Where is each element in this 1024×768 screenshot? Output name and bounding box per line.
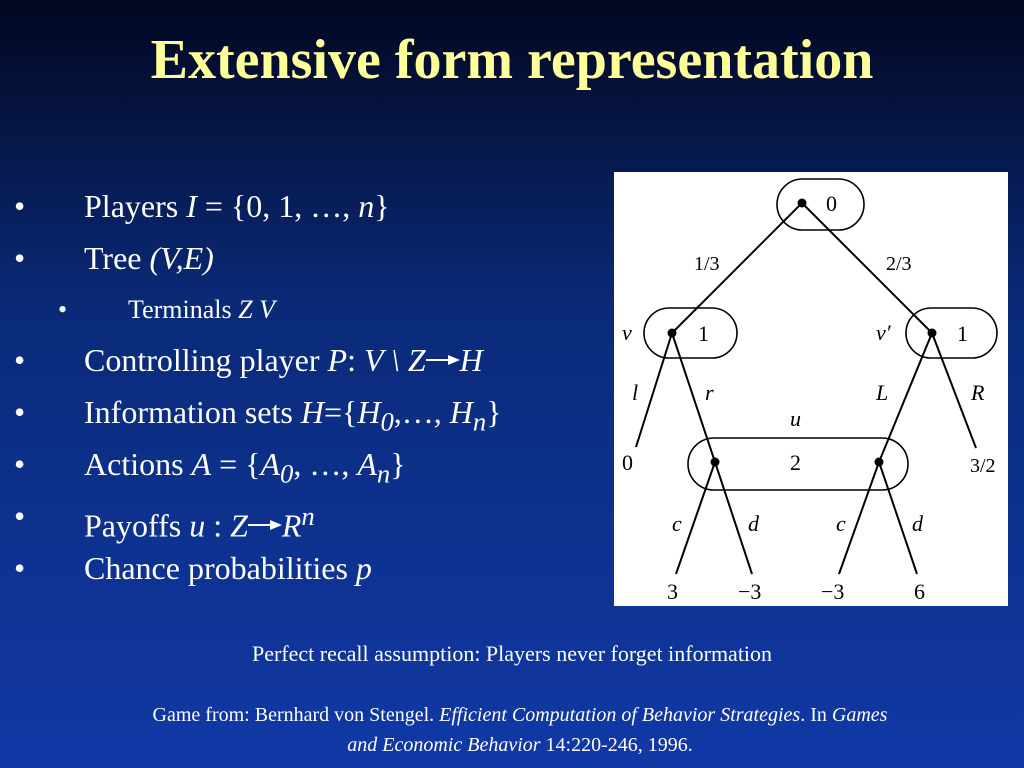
payoff-terminal-3: −3 [821, 579, 844, 604]
root-node-oval [776, 178, 865, 231]
edge-action-d2 [878, 461, 918, 575]
bullet-chance-probabilities: • Chance probabilities p [0, 546, 610, 598]
action-c1-label: c [672, 511, 682, 536]
payoff-terminal-1: 3 [667, 579, 678, 604]
information-set-oval [687, 437, 909, 491]
action-d1-label: d [748, 511, 760, 536]
bullet-list: • Players I = {0, 1, …, n} • Tree (V,E) … [0, 184, 610, 598]
payoff-terminal-2: −3 [738, 579, 761, 604]
info-node-left [710, 457, 720, 467]
bullet-text: Actions A = {A0, …, An} [84, 446, 406, 489]
action-L-label: L [875, 380, 888, 405]
arrow-right-icon [247, 520, 282, 531]
edge-action-c2 [838, 461, 880, 575]
edge-action-d1 [714, 461, 753, 575]
perfect-recall-note: Perfect recall assumption: Players never… [251, 641, 773, 666]
edge-chance-right [801, 202, 933, 334]
bullet-marker: • [14, 188, 26, 224]
bullet-text: Tree (V,E) [84, 240, 214, 276]
left-node-oval [643, 307, 738, 359]
bullet-marker: • [14, 394, 26, 430]
root-node [797, 198, 807, 208]
bullet-marker: • [14, 446, 26, 482]
slide-title: Extensive form representation [150, 29, 874, 91]
bullet-actions: • Actions A = {A0, …, An} [0, 442, 610, 494]
bullet-terminals: • Terminals Z V [0, 288, 610, 338]
bullet-information-sets: • Information sets H={H0,…, Hn} [0, 390, 610, 442]
edge-action-L [878, 332, 933, 463]
right-node-oval [905, 307, 998, 359]
action-l-label: l [632, 380, 638, 405]
arrow-right-icon [425, 354, 460, 365]
payoff-R: 3/2 [970, 455, 996, 477]
edge-action-R [931, 332, 977, 449]
edge-action-r [671, 332, 716, 463]
action-c2-label: c [836, 511, 846, 536]
info-set-player-label: 2 [790, 450, 801, 475]
edge-action-l [635, 332, 673, 448]
left-player-label: 1 [698, 321, 709, 346]
game-tree-svg: 0 1 1 2 1/3 2/3 v v′ l r L R u c d c d 0… [622, 178, 998, 604]
node-v-prime [927, 328, 937, 338]
node-v-prime-label: v′ [876, 320, 892, 345]
info-node-right [874, 457, 884, 467]
action-d2-label: d [912, 511, 924, 536]
edge-action-c1 [675, 461, 716, 575]
bullet-marker: • [14, 498, 26, 534]
bullet-marker: • [14, 550, 26, 586]
bullet-text: Players I = {0, 1, …, n} [84, 188, 390, 224]
payoff-l: 0 [622, 450, 633, 475]
bullet-tree: • Tree (V,E) [0, 236, 610, 288]
action-r-label: r [705, 380, 714, 405]
node-v-label: v [622, 320, 632, 345]
bullet-players: • Players I = {0, 1, …, n} [0, 184, 610, 236]
root-player-label: 0 [826, 191, 837, 216]
citation: Game from: Bernhard von Stengel. Efficie… [152, 704, 888, 756]
right-player-label: 1 [957, 321, 968, 346]
bullet-text: Terminals Z V [128, 295, 275, 324]
bullet-marker: • [14, 342, 26, 378]
node-v [667, 328, 677, 338]
bullet-text: Information sets H={H0,…, Hn} [84, 394, 502, 437]
game-tree-diagram: 0 1 1 2 1/3 2/3 v v′ l r L R u c d c d 0… [614, 172, 1008, 606]
chance-prob-left: 1/3 [694, 253, 720, 275]
payoff-terminal-4: 6 [914, 579, 925, 604]
bullet-text: Chance probabilities p [84, 550, 372, 586]
info-set-u-label: u [790, 406, 801, 431]
edge-chance-left [671, 202, 803, 334]
bullet-marker: • [14, 240, 26, 276]
bullet-marker: • [58, 295, 68, 324]
chance-prob-right: 2/3 [886, 253, 912, 275]
action-R-label: R [970, 380, 985, 405]
